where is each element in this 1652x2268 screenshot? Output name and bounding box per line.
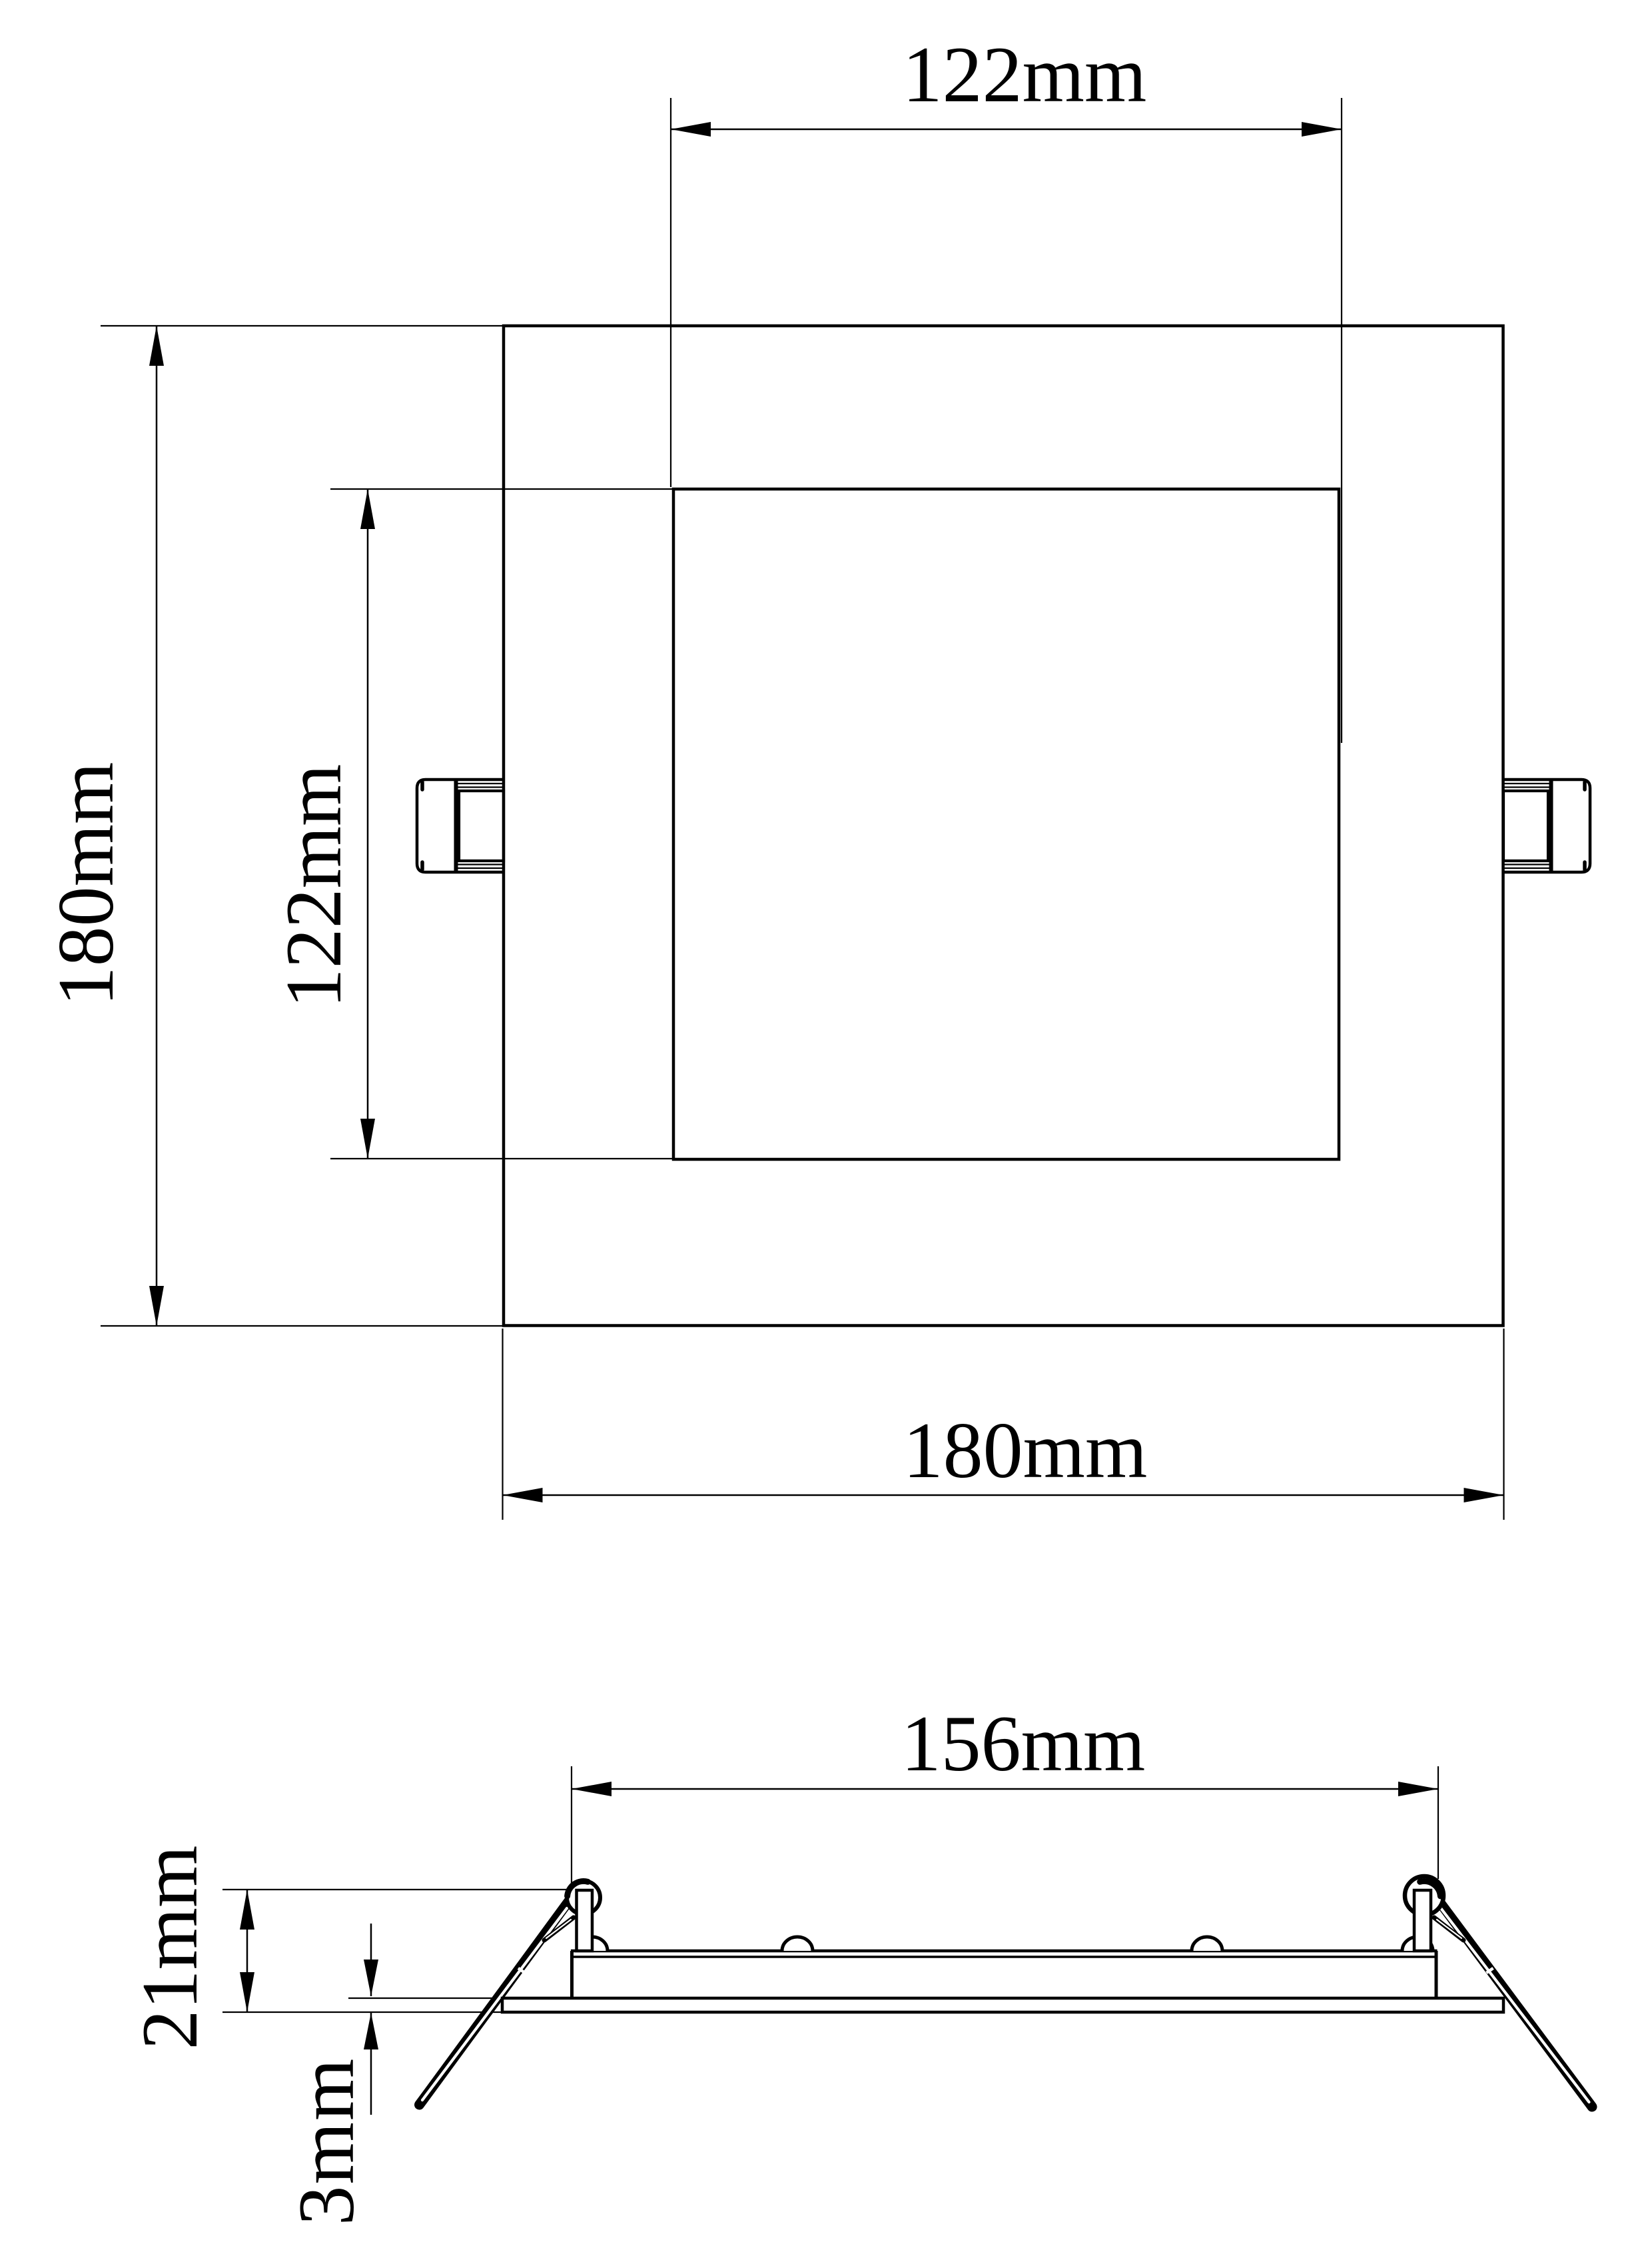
svg-text:180mm: 180mm	[903, 1406, 1148, 1494]
svg-text:3mm: 3mm	[282, 2057, 370, 2226]
svg-text:21mm: 21mm	[125, 1846, 214, 2050]
svg-text:122mm: 122mm	[269, 764, 358, 1009]
svg-text:122mm: 122mm	[903, 30, 1147, 119]
svg-text:156mm: 156mm	[901, 1699, 1146, 1788]
svg-text:180mm: 180mm	[41, 762, 130, 1007]
